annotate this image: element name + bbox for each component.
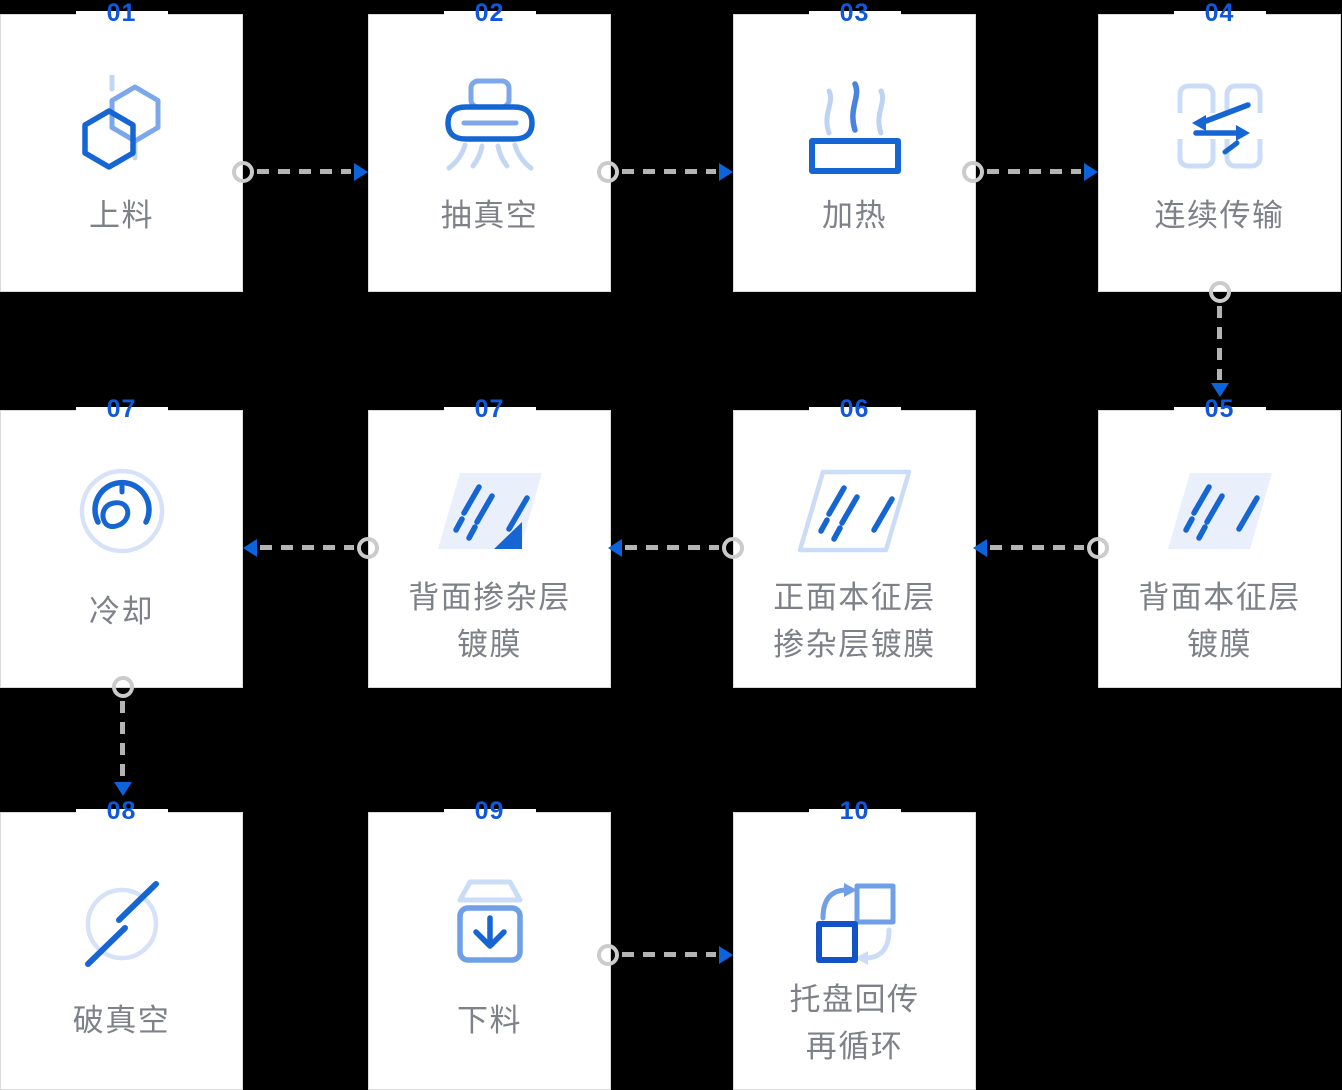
vacuum-hood-icon [369,51,610,201]
step-card-01-loading: 01 上料 [0,0,243,292]
step-number: 07 [106,395,137,423]
arrowhead-left-icon [243,538,257,557]
number-notch [808,407,901,415]
step-card-09-unloading: 09 下料 [368,797,611,1090]
dashed-line [622,952,716,957]
number-notch [808,11,901,19]
step-number: 03 [839,0,870,27]
connector-start-dot [722,536,744,559]
gauge-icon [1,436,242,586]
connector-09-to-10 [597,943,733,966]
recycle-squares-icon [734,849,975,999]
step-card-06-front-intrinsic-doped-coating: 06 正面本征层 掺杂层镀膜 [733,395,976,688]
number-notch [75,407,168,415]
step-label: 破真空 [72,1003,171,1038]
dashed-line [260,545,354,550]
step-label-line1: 托盘回传 [789,982,920,1017]
unload-box-icon [369,849,610,999]
connector-start-dot [357,536,379,559]
step-label-line2: 掺杂层镀膜 [773,627,936,662]
step-number: 07 [474,395,505,423]
dashed-line [987,169,1081,174]
number-notch [808,809,901,817]
connector-start-dot [597,160,619,183]
step-number: 02 [474,0,505,27]
step-label: 下料 [457,1003,522,1038]
number-notch [75,809,168,817]
dashed-line [625,545,719,550]
step-number: 10 [839,797,870,825]
step-card-07-back-doped-coating: 07 背面掺杂层 镀膜 [368,395,611,688]
number-notch [1173,407,1266,415]
arrowhead-left-icon [608,538,622,557]
connector-start-dot [962,160,984,183]
step-number: 05 [1204,395,1235,423]
connector-06-to-07 [608,536,744,559]
wafer-coating-corner-icon [369,436,610,586]
number-notch [75,11,168,19]
connector-start-dot [1208,281,1231,303]
heater-icon [734,51,975,201]
step-label: 冷却 [89,594,154,629]
connector-cooling-to-08 [111,676,134,796]
connector-start-dot [232,160,254,183]
broken-vacuum-icon [1,849,242,999]
step-number: 04 [1204,0,1235,27]
connector-05-to-06 [973,536,1109,559]
step-card-02-vacuum: 02 抽真空 [368,0,611,292]
connector-02-to-03 [597,160,733,183]
step-card-10-tray-return: 10 托盘回传 再循环 [733,797,976,1090]
step-number: 01 [106,0,137,27]
step-label-line1: 正面本征层 [773,580,936,615]
step-label: 连续传输 [1154,198,1285,233]
connector-01-to-02 [232,160,368,183]
arrowhead-right-icon [1084,162,1098,181]
step-label: 加热 [822,198,887,233]
number-notch [1173,11,1266,19]
step-number: 06 [839,395,870,423]
step-card-05-back-intrinsic-coating: 05 背面本征层 镀膜 [1098,395,1341,688]
connector-07-to-cooling [243,536,379,559]
dashed-line [622,169,716,174]
connector-start-dot [111,676,134,698]
wafer-coating-outline-icon [734,436,975,586]
wafer-coating-filled-icon [1099,436,1340,586]
step-card-07-cooling: 07 冷却 [0,395,243,688]
connector-03-to-04 [962,160,1098,183]
connector-start-dot [597,943,619,966]
step-number: 09 [474,797,505,825]
number-notch [443,407,536,415]
dashed-line [120,701,125,779]
step-card-04-transfer: 04 连续传输 [1098,0,1341,292]
arrowhead-left-icon [973,538,987,557]
step-label-line2: 再循环 [805,1029,904,1064]
connector-04-to-05 [1208,281,1231,397]
number-notch [443,809,536,817]
step-label-line2: 镀膜 [1187,627,1252,662]
arrowhead-right-icon [354,162,368,181]
arrowhead-down-icon [1210,383,1229,397]
transfer-arrows-icon [1099,51,1340,201]
step-label-line1: 背面本征层 [1138,580,1301,615]
connector-start-dot [1087,536,1109,559]
step-label-line1: 背面掺杂层 [408,580,571,615]
step-label-line2: 镀膜 [457,627,522,662]
step-label: 抽真空 [440,198,539,233]
step-label: 上料 [89,198,154,233]
arrowhead-right-icon [719,945,733,964]
dashed-line [257,169,351,174]
step-card-08-break-vacuum: 08 破真空 [0,797,243,1090]
arrowhead-down-icon [113,782,132,796]
arrowhead-right-icon [719,162,733,181]
dashed-line [990,545,1084,550]
step-number: 08 [106,797,137,825]
number-notch [443,11,536,19]
step-card-03-heating: 03 加热 [733,0,976,292]
dashed-line [1217,306,1222,380]
molecule-icon [1,51,242,201]
